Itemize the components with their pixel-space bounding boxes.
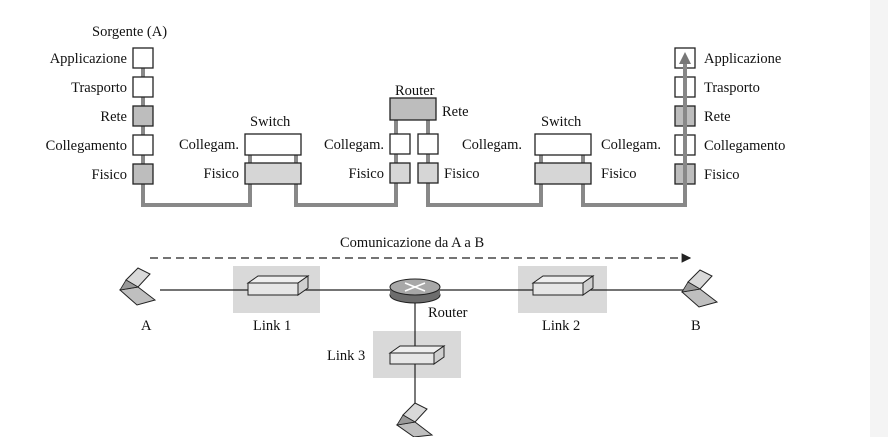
link3-host-laptop-icon bbox=[395, 402, 434, 438]
link3-label: Link 3 bbox=[327, 348, 365, 364]
right-layer-fisico: Fisico bbox=[704, 167, 739, 183]
left-layer-applicazione: Applicazione bbox=[50, 51, 127, 67]
dest-arrow-icon bbox=[679, 52, 691, 64]
right-layer-applicazione: Applicazione bbox=[704, 51, 781, 67]
right-edge-strip bbox=[870, 0, 888, 437]
switch1-stack bbox=[244, 133, 302, 185]
host-b-label: B bbox=[691, 318, 701, 334]
link1-label: Link 1 bbox=[253, 318, 291, 334]
link3-switch-icon bbox=[388, 345, 446, 365]
link1-switch-icon bbox=[246, 275, 310, 296]
right-layer-trasporto: Trasporto bbox=[704, 80, 760, 96]
left-layer-trasporto: Trasporto bbox=[71, 80, 127, 96]
source-protocol-stack bbox=[132, 47, 154, 185]
switch2-stack bbox=[534, 133, 592, 185]
switch1-collegam-label: Collegam. bbox=[179, 137, 239, 153]
communication-label: Comunicazione da A a B bbox=[340, 235, 484, 251]
switch1-title: Switch bbox=[250, 114, 291, 130]
source-label: Sorgente (A) bbox=[92, 24, 167, 40]
link2-switch-icon bbox=[531, 275, 595, 296]
data-path-line bbox=[141, 58, 687, 207]
switch1-fisico-label: Fisico bbox=[204, 166, 239, 182]
router-fisico-right-label: Fisico bbox=[444, 166, 479, 182]
router-label: Router bbox=[428, 305, 468, 321]
switch2-fisico-label: Fisico bbox=[601, 166, 636, 182]
router-collegam-left-label: Collegam. bbox=[324, 137, 384, 153]
router-stack-title: Router bbox=[395, 83, 435, 99]
right-layer-collegamento: Collegamento bbox=[704, 138, 785, 154]
router-stack bbox=[389, 97, 439, 184]
left-layer-collegamento: Collegamento bbox=[46, 138, 127, 154]
switch2-collegam-label: Collegam. bbox=[601, 137, 661, 153]
host-a-label: A bbox=[141, 318, 152, 334]
host-a-laptop-icon bbox=[118, 267, 157, 306]
router-fisico-left-label: Fisico bbox=[349, 166, 384, 182]
host-b-laptop-icon bbox=[680, 269, 719, 308]
switch2-title: Switch bbox=[541, 114, 582, 130]
right-layer-rete: Rete bbox=[704, 109, 731, 125]
router-icon bbox=[389, 278, 441, 304]
router-rete-label: Rete bbox=[442, 104, 469, 120]
router-collegam-right-label: Collegam. bbox=[462, 137, 522, 153]
left-layer-rete: Rete bbox=[100, 109, 127, 125]
left-layer-fisico: Fisico bbox=[92, 167, 127, 183]
link2-label: Link 2 bbox=[542, 318, 580, 334]
